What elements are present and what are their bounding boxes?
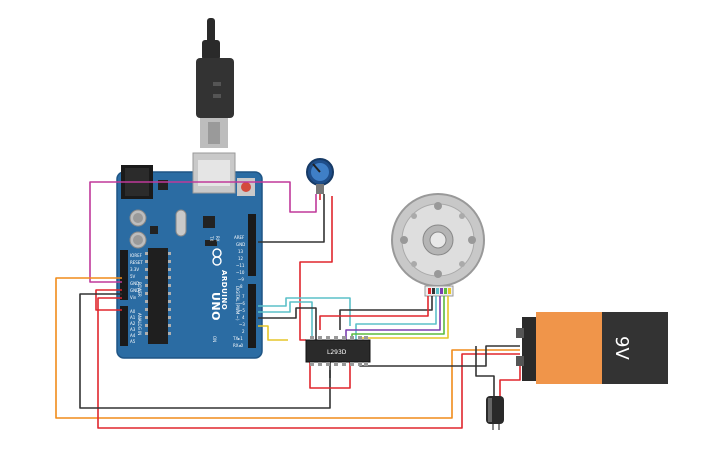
wire-orange bbox=[55, 277, 520, 419]
svg-text:~10: ~10 bbox=[236, 270, 245, 275]
power-pin-labels: IOREF RESET 3.3V 5V GND GND Vin bbox=[130, 253, 143, 300]
on-label: ON bbox=[212, 336, 217, 342]
wire-red-supply bbox=[95, 289, 122, 311]
svg-text:A5: A5 bbox=[130, 339, 136, 344]
svg-text:~11: ~11 bbox=[236, 263, 245, 268]
arduino-uno-board[interactable]: ARDUINO UNO TX RX DIGITAL (PWM ~) POWER … bbox=[116, 152, 263, 359]
svg-text:GND: GND bbox=[236, 242, 245, 247]
wire-cyan-2 bbox=[258, 301, 313, 340]
svg-text:A3: A3 bbox=[130, 327, 136, 332]
svg-text:~6: ~6 bbox=[239, 301, 245, 306]
svg-text:3.3V: 3.3V bbox=[130, 267, 139, 272]
potentiometer[interactable] bbox=[306, 158, 334, 194]
svg-text:~5: ~5 bbox=[239, 308, 245, 313]
svg-text:A4: A4 bbox=[130, 333, 136, 338]
svg-text:RESET: RESET bbox=[130, 260, 143, 265]
svg-text:2: 2 bbox=[242, 329, 245, 334]
battery-9v[interactable]: 9V bbox=[516, 312, 668, 384]
power-label: POWER bbox=[137, 282, 142, 297]
svg-text:4: 4 bbox=[242, 315, 245, 320]
board-model-label: UNO bbox=[209, 292, 222, 321]
svg-text:RX◂0: RX◂0 bbox=[233, 343, 244, 348]
wire-red-long bbox=[97, 297, 520, 429]
header-top-labels: AREF GND 13 12 ~11 ~10 ~9 8 bbox=[234, 235, 245, 289]
digital-label: DIGITAL (PWM ~) bbox=[235, 286, 240, 321]
tx-label: TX bbox=[209, 235, 214, 241]
svg-text:7: 7 bbox=[242, 294, 245, 299]
wire-black-gnd bbox=[79, 293, 331, 409]
svg-text:IOREF: IOREF bbox=[130, 253, 143, 258]
svg-text:5V: 5V bbox=[130, 274, 136, 279]
svg-text:Vin: Vin bbox=[130, 295, 137, 300]
wire-magenta bbox=[89, 181, 317, 283]
wire-black-battery bbox=[359, 345, 520, 367]
svg-text:8: 8 bbox=[240, 284, 243, 289]
power-header[interactable] bbox=[120, 250, 128, 300]
digital-header-bottom[interactable] bbox=[248, 284, 256, 348]
header-bottom-labels: 7 ~6 ~5 4 ~3 2 TX▸1 RX◂0 bbox=[232, 294, 245, 348]
wire-red-pot bbox=[299, 196, 333, 290]
svg-text:AREF: AREF bbox=[234, 235, 245, 240]
usb-cable[interactable] bbox=[196, 18, 234, 148]
wire-black-pot bbox=[258, 194, 325, 243]
digital-header-top[interactable] bbox=[248, 214, 256, 276]
svg-text:A2: A2 bbox=[130, 321, 136, 326]
analog-header[interactable] bbox=[120, 306, 128, 346]
chip-label: L293D bbox=[327, 349, 347, 356]
analog-label: ANALOG IN bbox=[137, 313, 142, 335]
svg-text:GND: GND bbox=[130, 281, 139, 286]
svg-text:TX▸1: TX▸1 bbox=[232, 336, 243, 341]
svg-text:13: 13 bbox=[238, 249, 244, 254]
battery-label: 9V bbox=[611, 336, 632, 360]
electrolytic-capacitor[interactable] bbox=[486, 396, 504, 430]
svg-text:12: 12 bbox=[238, 256, 244, 261]
dc-gear-motor[interactable] bbox=[391, 193, 485, 297]
svg-text:GND: GND bbox=[130, 288, 139, 293]
svg-text:A0: A0 bbox=[130, 309, 136, 314]
wire-cyan-1 bbox=[258, 297, 351, 326]
svg-text:~3: ~3 bbox=[239, 322, 245, 327]
board-brand-label: ARDUINO bbox=[220, 270, 228, 310]
rx-label: RX bbox=[215, 236, 220, 242]
svg-text:~9: ~9 bbox=[238, 277, 244, 282]
arduino-infinity-logo bbox=[212, 248, 222, 266]
wires bbox=[55, 181, 521, 429]
analog-pin-labels: A0 A1 A2 A3 A4 A5 bbox=[130, 309, 136, 344]
svg-text:A1: A1 bbox=[130, 315, 136, 320]
l293d-driver-chip[interactable]: L293D bbox=[305, 336, 371, 366]
